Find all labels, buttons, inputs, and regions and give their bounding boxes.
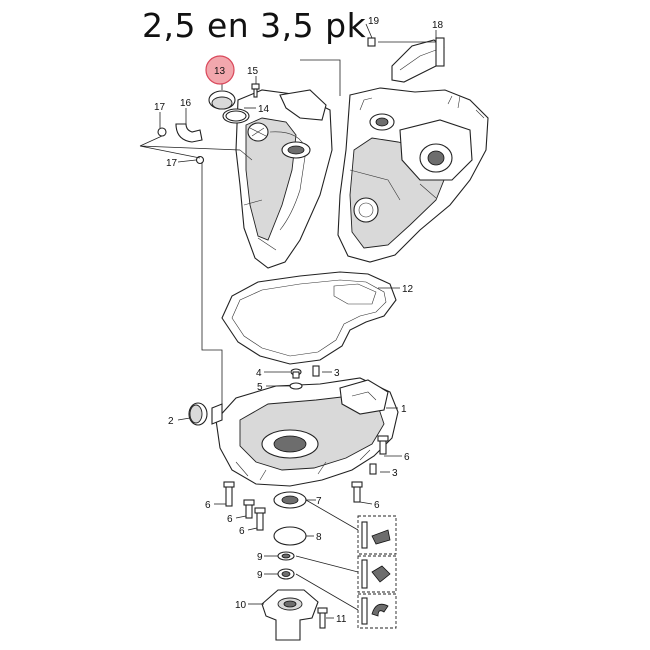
callout-6-right: 6 bbox=[404, 452, 410, 463]
callout-19: 19 bbox=[368, 16, 380, 27]
part-15-bolt bbox=[251, 83, 260, 98]
callout-6-left-3: 6 bbox=[239, 526, 245, 537]
callout-9-bottom: 9 bbox=[257, 570, 263, 581]
part-17-clip-a bbox=[157, 127, 167, 137]
callout-1: 1 bbox=[401, 404, 407, 415]
callout-15: 15 bbox=[247, 66, 259, 77]
callout-3-bottom: 3 bbox=[392, 468, 398, 479]
part-9-bearings bbox=[277, 551, 295, 580]
part-12-gasket bbox=[221, 271, 397, 365]
part-3-pin-b bbox=[369, 463, 377, 475]
upper-housing-right bbox=[337, 87, 489, 263]
callout-12: 12 bbox=[402, 284, 414, 295]
callout-10: 10 bbox=[235, 600, 247, 611]
part-16-hose bbox=[175, 123, 203, 143]
callout-5: 5 bbox=[257, 382, 263, 393]
upper-housing-left bbox=[235, 89, 333, 269]
leader-lines bbox=[139, 23, 437, 619]
callout-8: 8 bbox=[316, 532, 322, 543]
callout-9-top: 9 bbox=[257, 552, 263, 563]
part-17-clip-b bbox=[195, 155, 205, 165]
part-18-bracket bbox=[391, 37, 445, 83]
detail-boxes bbox=[357, 515, 397, 629]
part-19-pin bbox=[367, 37, 376, 47]
callout-2: 2 bbox=[168, 416, 174, 427]
callout-11: 11 bbox=[336, 614, 347, 625]
callout-6-left-2: 6 bbox=[227, 514, 233, 525]
callout-6-left-1: 6 bbox=[205, 500, 211, 511]
callout-17-bottom: 17 bbox=[166, 158, 178, 169]
part-3-pin-a bbox=[312, 365, 320, 377]
callout-6-right-2: 6 bbox=[374, 500, 380, 511]
part-13-cap bbox=[208, 90, 236, 110]
part-4-screw bbox=[290, 368, 302, 379]
part-8-oring bbox=[273, 526, 307, 546]
part-2-seal bbox=[188, 402, 223, 426]
callout-4: 4 bbox=[256, 368, 262, 379]
callout-14: 14 bbox=[258, 104, 270, 115]
callout-13: 13 bbox=[214, 66, 226, 77]
part-1-lower-case bbox=[215, 377, 399, 487]
callout-3-top: 3 bbox=[334, 368, 340, 379]
highlight-circle-13 bbox=[205, 55, 235, 85]
diagram-title: 2,5 en 3,5 pk bbox=[142, 6, 367, 45]
part-7-seal bbox=[273, 491, 307, 509]
part-6-bolts bbox=[223, 435, 389, 531]
part-5-washer bbox=[289, 382, 303, 390]
callout-18: 18 bbox=[432, 20, 444, 31]
callout-16: 16 bbox=[180, 98, 192, 109]
callout-7: 7 bbox=[316, 496, 322, 507]
part-10-housing bbox=[261, 589, 319, 641]
callout-17-top: 17 bbox=[154, 102, 166, 113]
part-11-bolt bbox=[317, 607, 328, 629]
part-14-oring bbox=[222, 108, 250, 124]
